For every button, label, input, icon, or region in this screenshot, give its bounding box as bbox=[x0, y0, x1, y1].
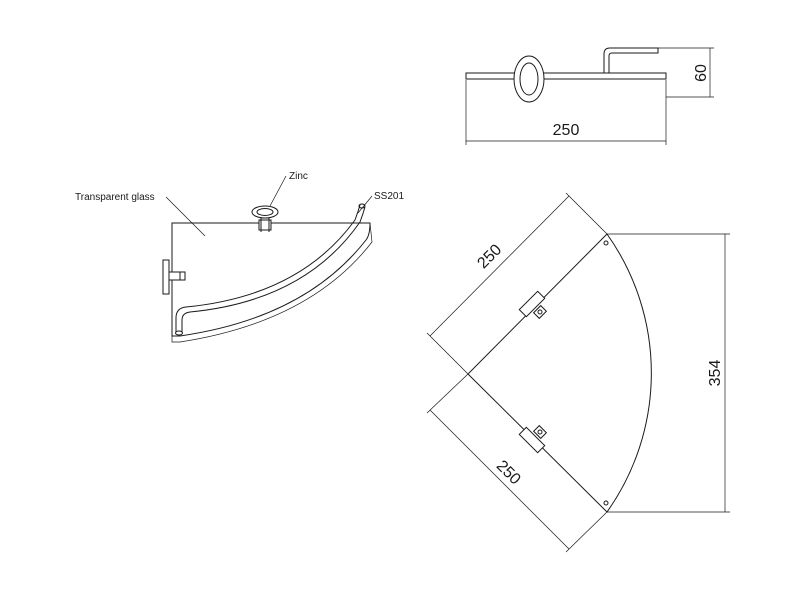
plan-bracket-lower bbox=[518, 424, 548, 454]
elevation-zinc-ring-outer bbox=[513, 55, 545, 103]
plan-hole-top bbox=[603, 240, 609, 246]
plan-dim-vert-label: 354 bbox=[707, 360, 724, 387]
elevation-glass-bar bbox=[465, 72, 667, 80]
plan-shelf-outline bbox=[467, 233, 652, 513]
elevation-height-label: 60 bbox=[693, 64, 710, 82]
perspective-steel-rail-inner bbox=[181, 206, 366, 332]
plan-bracket-upper bbox=[518, 290, 548, 320]
plan-view: 250 250 354 bbox=[426, 192, 730, 553]
callout-steel-leader bbox=[357, 195, 373, 214]
plan-hole-bottom bbox=[603, 500, 609, 506]
callout-glass-leader bbox=[165, 196, 206, 237]
plan-dim-lower-ext-a bbox=[426, 373, 469, 414]
perspective-zinc-holder-base bbox=[258, 219, 272, 231]
callout-zinc-leader bbox=[269, 175, 287, 207]
plan-dim-lower-label: 250 bbox=[493, 457, 524, 488]
perspective-side-holder-pin bbox=[168, 271, 186, 281]
perspective-rail-end-left bbox=[175, 330, 183, 336]
elevation-width-label: 250 bbox=[553, 122, 580, 139]
callout-glass-label: Transparent glass bbox=[75, 192, 155, 203]
perspective-zinc-holder-ring bbox=[251, 205, 279, 219]
elevation-view: 250 60 bbox=[465, 47, 714, 145]
perspective-glass-edge bbox=[171, 222, 373, 343]
elevation-steel-rail bbox=[603, 47, 659, 73]
callout-zinc-label: Zinc bbox=[289, 171, 308, 182]
plan-dim-upper-line bbox=[429, 195, 570, 337]
perspective-steel-rail bbox=[175, 204, 361, 332]
plan-dim-upper-ext-b bbox=[426, 332, 469, 375]
perspective-side-holder-plate bbox=[162, 259, 170, 295]
elevation-zinc-ring-inner bbox=[519, 62, 539, 96]
callout-steel-label: SS201 bbox=[374, 191, 404, 202]
perspective-glass-shelf bbox=[171, 222, 371, 337]
perspective-zinc-holder-ring-inner bbox=[256, 208, 274, 216]
plan-dim-upper-label: 250 bbox=[474, 241, 505, 272]
plan-dim-lower-line bbox=[429, 409, 570, 550]
perspective-view: Transparent glass Zinc SS201 bbox=[75, 171, 404, 343]
plan-dim-upper-ext-a bbox=[565, 192, 608, 235]
plan-dim-lower-ext-b bbox=[565, 511, 608, 553]
